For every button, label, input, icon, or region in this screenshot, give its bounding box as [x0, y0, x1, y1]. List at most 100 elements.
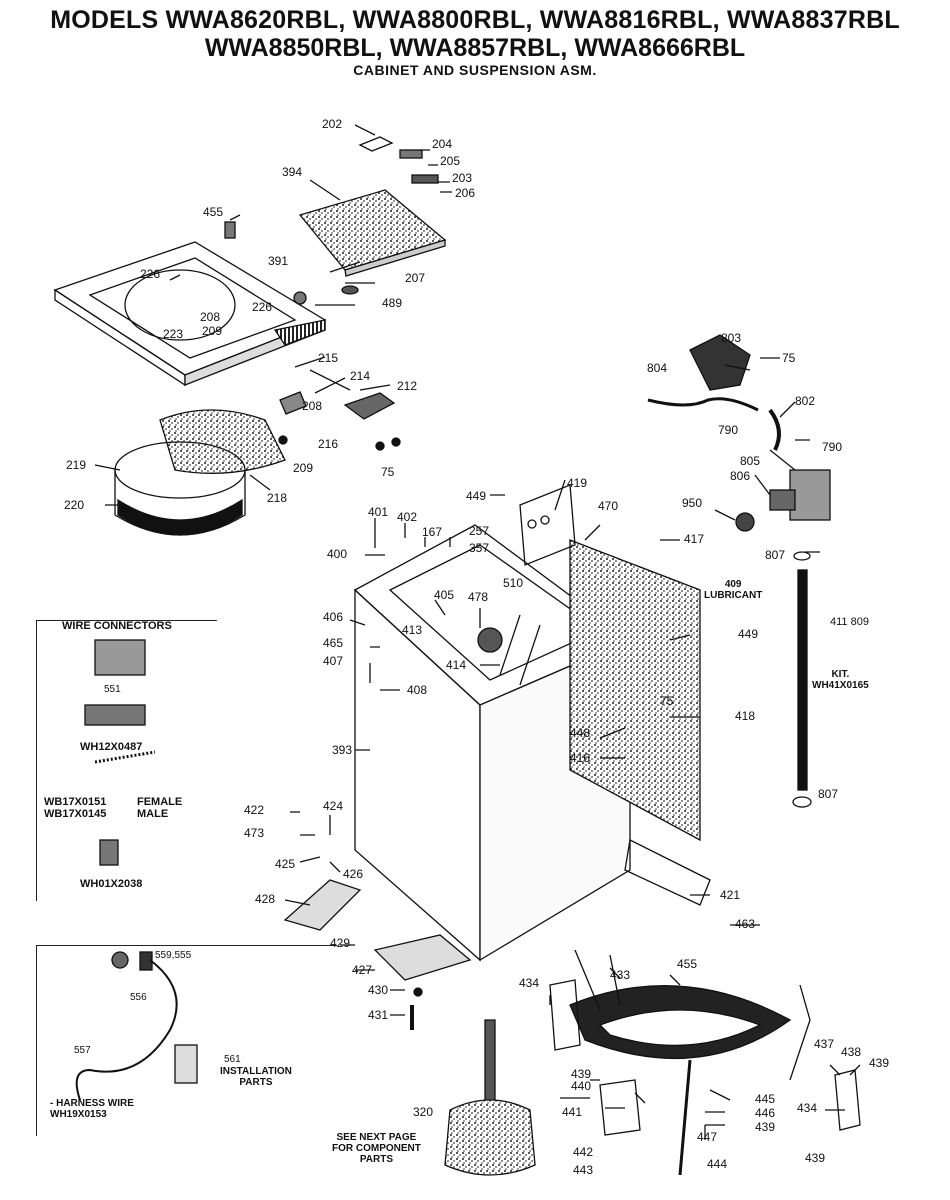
part-label: 805 — [740, 454, 761, 468]
part-label: 216 — [318, 437, 339, 451]
see-next-page-note: SEE NEXT PAGE FOR COMPONENT PARTS — [332, 1132, 421, 1165]
part-label: 431 — [368, 1008, 389, 1022]
part-label: 434 — [519, 976, 540, 990]
part-label: 437 — [814, 1037, 835, 1051]
harness-label: 561 — [224, 1054, 241, 1065]
wire-connector-label: WH01X2038 — [80, 878, 143, 890]
wire-connector-label: MALE — [137, 808, 169, 820]
part-label: 444 — [707, 1157, 728, 1171]
part-label: 439 — [869, 1056, 890, 1070]
part-label: 441 — [562, 1105, 583, 1119]
part-label: 443 — [573, 1163, 594, 1177]
harness-wire-note: - HARNESS WIRE WH19X0153 — [50, 1098, 134, 1120]
part-label: 75 — [660, 694, 674, 708]
part-label: 219 — [66, 458, 87, 472]
part-label: 426 — [343, 867, 364, 881]
part-label: 408 — [407, 683, 428, 697]
part-label: 449 — [466, 489, 487, 503]
part-label: 218 — [267, 491, 288, 505]
back-panel-418 — [569, 539, 701, 842]
part-label: 790 — [718, 423, 739, 437]
part-label: 209 — [202, 324, 223, 338]
part-label: 394 — [282, 165, 303, 179]
part-label: 204 — [432, 137, 453, 151]
part-label: 429 — [330, 936, 351, 950]
part-label: 434 — [797, 1101, 818, 1115]
wire-connector-label: WH12X0487 — [80, 741, 143, 753]
part-label: 427 — [352, 963, 373, 977]
wire-connector-label: WB17X0145 — [44, 808, 107, 820]
harness-label: 557 — [74, 1045, 91, 1056]
part-label: 416 — [570, 751, 591, 765]
part-label: 167 — [422, 525, 443, 539]
part-label: 75 — [782, 351, 796, 365]
part-label: 393 — [332, 743, 353, 757]
part-label: 478 — [468, 590, 489, 604]
page-title: MODELS WWA8620RBL, WWA8800RBL, WWA8816RB… — [50, 6, 900, 34]
bracket-419 — [519, 484, 576, 566]
kit-numbers: 411 809 — [830, 616, 869, 628]
wire-connector-label: FEMALE — [137, 796, 183, 808]
part-label: 424 — [323, 799, 344, 813]
part-label: 489 — [382, 296, 403, 310]
part-label: 214 — [350, 369, 371, 383]
part-label: 413 — [402, 623, 423, 637]
part-label: 205 — [440, 154, 461, 168]
page-title-models: WWA8850RBL, WWA8857RBL, WWA8666RBL — [204, 34, 746, 62]
hinge-part-202 — [358, 136, 394, 152]
part-label: 215 — [318, 351, 339, 365]
part-label: 208 — [302, 399, 323, 413]
part-label: 445 — [755, 1092, 776, 1106]
lid-394 — [298, 189, 447, 271]
part-label: 421 — [720, 888, 741, 902]
part-label: 257 — [469, 524, 490, 538]
part-label: 439 — [755, 1120, 776, 1134]
harness-label: 556 — [130, 992, 147, 1003]
part-label: 226 — [252, 300, 273, 314]
part-label: 430 — [368, 983, 389, 997]
part-label: 202 — [322, 117, 343, 131]
part-label: 790 — [822, 440, 843, 454]
part-label: 440 — [571, 1079, 592, 1093]
part-label: 807 — [818, 787, 839, 801]
part-label: 442 — [573, 1145, 594, 1159]
lubricant-note: 409 LUBRICANT — [704, 579, 763, 601]
part-label: 401 — [368, 505, 389, 519]
harness-box — [36, 945, 337, 1136]
installation-parts-note: INSTALLATION PARTS — [220, 1066, 292, 1088]
part-label: 406 — [323, 610, 344, 624]
kit-note: KIT. WH41X0165 — [812, 669, 869, 691]
wire-connectors-box — [36, 620, 217, 901]
part-label: 510 — [503, 576, 524, 590]
part-label: 207 — [405, 271, 426, 285]
part-label: 75 — [381, 465, 395, 479]
part-label: 438 — [841, 1045, 862, 1059]
part-label: 402 — [397, 510, 418, 524]
part-label: 206 — [455, 186, 476, 200]
part-label: 439 — [805, 1151, 826, 1165]
part-label: 807 — [765, 548, 786, 562]
part-label: 405 — [434, 588, 455, 602]
part-label: 417 — [684, 532, 705, 546]
part-label: 447 — [697, 1130, 718, 1144]
part-label: 802 — [795, 394, 816, 408]
part-label: 439 — [571, 1067, 592, 1081]
part-label: 400 — [327, 547, 348, 561]
part-label: 950 — [682, 496, 703, 510]
part-label: 425 — [275, 857, 296, 871]
part-label: 446 — [755, 1106, 776, 1120]
part-label: 209 — [293, 461, 314, 475]
part-label: 357 — [469, 541, 490, 555]
part-label: 320 — [413, 1105, 434, 1119]
cabinet-left — [354, 588, 481, 962]
wire-connectors-title: WIRE CONNECTORS — [62, 620, 172, 632]
part-label: 414 — [446, 658, 467, 672]
part-label: 391 — [268, 254, 289, 268]
wire-connector-label: WB17X0151 — [44, 796, 107, 808]
part-label: 428 — [255, 892, 276, 906]
part-label: 473 — [244, 826, 265, 840]
part-label: 804 — [647, 361, 668, 375]
part-label: 806 — [730, 469, 751, 483]
wire-connector-label: 551 — [104, 684, 121, 695]
